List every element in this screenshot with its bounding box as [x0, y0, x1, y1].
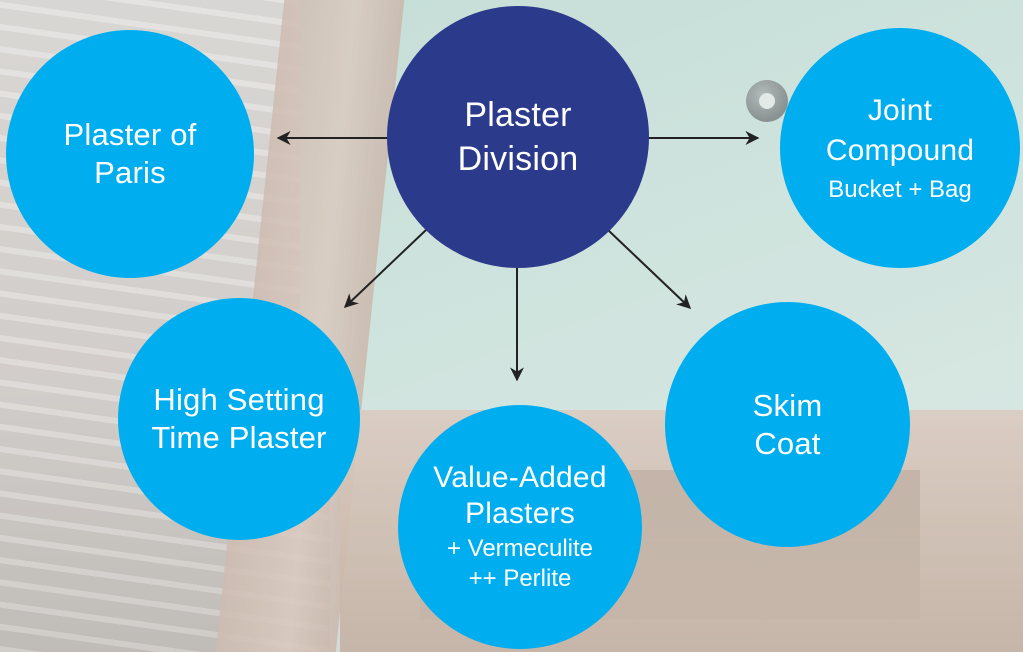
node-title-line2: Division [457, 140, 579, 178]
node-plaster-division: Plaster Division [387, 6, 649, 268]
node-skim-coat: Skim Coat [665, 302, 910, 547]
node-plaster-of-paris: Plaster of Paris [6, 30, 254, 278]
node-title-line1: Value-Added [433, 461, 607, 494]
node-value-added-plasters: Value-Added Plasters + Vermeculite ++ Pe… [398, 405, 642, 649]
node-title-line2: Plasters [465, 497, 575, 530]
node-title-line2: Time Plaster [151, 420, 327, 455]
node-title-line1: Plaster [464, 96, 572, 134]
arrow-to-high-setting [343, 229, 427, 308]
background-billiard-ball [746, 80, 788, 122]
node-subtitle-line2: ++ Perlite [468, 565, 572, 592]
node-title-line2: Compound [825, 134, 975, 167]
arrow-to-skim-coat [607, 229, 692, 309]
node-title-line2: Coat [754, 425, 821, 461]
node-joint-compound: Joint Compound Bucket + Bag [780, 28, 1020, 268]
node-title-line1: Joint [867, 94, 933, 127]
node-high-setting-time-plaster: High Setting Time Plaster [118, 298, 360, 540]
node-title-line1: High Setting [153, 382, 325, 417]
node-title-line1: Plaster of [63, 117, 197, 152]
node-title-line2: Paris [94, 155, 166, 190]
node-subtitle-line1: + Vermeculite [446, 535, 594, 562]
node-subtitle: Bucket + Bag [828, 176, 972, 203]
node-title-line1: Skim [752, 387, 823, 423]
